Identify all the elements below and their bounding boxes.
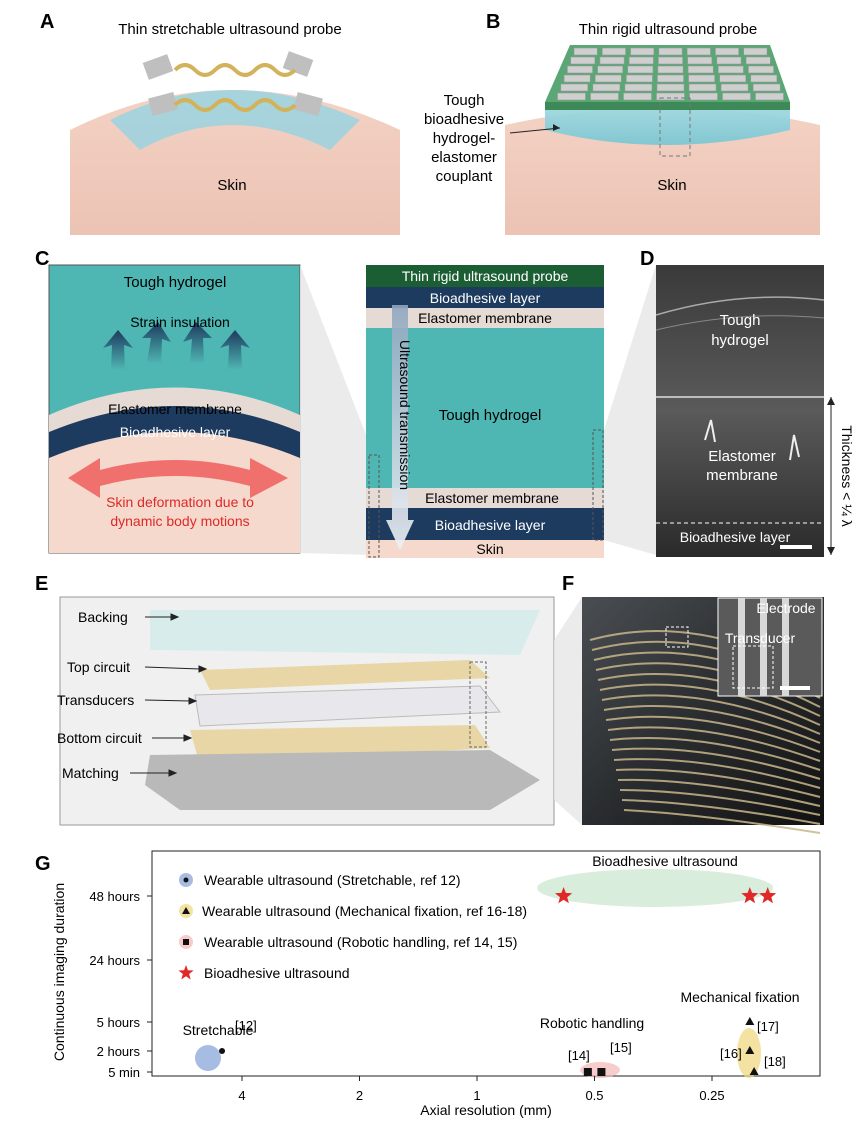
svg-text:Tough: Tough xyxy=(444,92,485,109)
point-stretchable-0 xyxy=(219,1048,226,1054)
panel-d-hydrogel-1: Tough xyxy=(720,312,761,329)
svg-text:elastomer: elastomer xyxy=(431,149,497,166)
point-mechanical-fixation-1 xyxy=(745,1046,755,1054)
panel-c-deformation-2: dynamic body motions xyxy=(110,513,249,529)
legend-label-mechanical: Wearable ultrasound (Mechanical fixation… xyxy=(202,903,527,919)
panel-d-thickness: Thickness < ¼ λ xyxy=(839,425,855,527)
panel-b-skin: Skin xyxy=(657,177,686,194)
svg-text:couplant: couplant xyxy=(436,168,494,185)
panel-c-stack xyxy=(366,265,604,558)
stack-bio-bottom: Bioadhesive layer xyxy=(435,517,546,533)
panel-e-backing: Backing xyxy=(78,609,128,625)
panel-c-zoom-connector xyxy=(300,265,372,555)
panel-b-couplant-label: Tough bioadhesive hydrogel- elastomer co… xyxy=(424,92,504,185)
point-robotic-handling-0 xyxy=(583,1068,592,1076)
panel-c-elastomer: Elastomer membrane xyxy=(108,401,242,417)
panel-f-electrode: Electrode xyxy=(756,600,815,616)
panel-a-title: Thin stretchable ultrasound probe xyxy=(118,21,341,38)
group-label-mechanical: Mechanical fixation xyxy=(680,989,799,1005)
legend-label-bioadhesive: Bioadhesive ultrasound xyxy=(204,965,350,981)
point-bioadhesive-ultrasound-1 xyxy=(741,887,759,904)
ref-16: [16] xyxy=(720,1046,742,1061)
panel-d-zoom-connector xyxy=(604,265,656,555)
panel-label-d: D xyxy=(640,248,654,270)
panel-label-b: B xyxy=(486,11,500,33)
legend-label-stretchable: Wearable ultrasound (Stretchable, ref 12… xyxy=(204,872,461,888)
y-tick-label: 48 hours xyxy=(89,889,140,904)
panel-e-top-circuit: Top circuit xyxy=(67,659,130,675)
panel-a-skin: Skin xyxy=(217,177,246,194)
panel-e-leader-arrows xyxy=(130,613,208,777)
ref-17: [17] xyxy=(757,1019,779,1034)
x-tick-label: 0.5 xyxy=(585,1088,603,1103)
group-label-bioadhesive: Bioadhesive ultrasound xyxy=(592,853,738,869)
panel-label-g: G xyxy=(35,853,51,875)
panel-f-zoom-connector xyxy=(554,597,582,825)
legend-marker-bioadhesive xyxy=(178,965,194,980)
panel-b-title: Thin rigid ultrasound probe xyxy=(579,21,757,38)
panel-c-deformation-1: Skin deformation due to xyxy=(106,494,254,510)
svg-text:hydrogel-: hydrogel- xyxy=(433,130,496,147)
panel-a-illustration xyxy=(70,51,400,235)
panel-label-e: E xyxy=(35,573,48,595)
stack-transmission: Ultrasound transmission xyxy=(397,340,413,490)
panel-e-bottom-circuit: Bottom circuit xyxy=(57,730,142,746)
panel-d-sem-image xyxy=(655,265,825,557)
chart-legend: Wearable ultrasound (Stretchable, ref 12… xyxy=(178,872,527,981)
panel-b-illustration xyxy=(505,45,820,235)
panel-c-left-illustration xyxy=(48,264,301,554)
svg-text:bioadhesive: bioadhesive xyxy=(424,111,504,128)
panel-c-strain: Strain insulation xyxy=(130,314,230,330)
point-bioadhesive-ultrasound-0 xyxy=(555,887,573,904)
panel-label-c: C xyxy=(35,248,49,270)
ref-18: [18] xyxy=(764,1054,786,1069)
panel-e-illustration xyxy=(59,596,555,826)
panel-d-elastomer-2: membrane xyxy=(706,467,778,484)
panel-f-photo xyxy=(582,597,824,834)
thickness-bracket xyxy=(827,397,835,555)
chart-y-label: Continuous imaging duration xyxy=(51,883,67,1061)
group-label-stretchable: Stretchable xyxy=(183,1022,254,1038)
point-mechanical-fixation-2 xyxy=(749,1067,759,1075)
y-tick-label: 24 hours xyxy=(89,953,140,968)
stack-bio-top: Bioadhesive layer xyxy=(430,290,541,306)
panel-d-bioadhesive: Bioadhesive layer xyxy=(680,529,791,545)
panel-label-a: A xyxy=(40,11,54,33)
group-ellipse-stretchable xyxy=(195,1045,221,1071)
chart-g: Bioadhesive ultrasound Stretchable Robot… xyxy=(51,850,821,1118)
y-tick-label: 5 hours xyxy=(97,1015,141,1030)
y-tick-label: 5 min xyxy=(108,1065,140,1080)
x-tick-label: 4 xyxy=(238,1088,245,1103)
stack-hydrogel: Tough hydrogel xyxy=(439,407,542,424)
group-ellipse-bioadhesive xyxy=(537,869,773,907)
panel-label-f: F xyxy=(562,573,574,595)
panel-e-transducers: Transducers xyxy=(57,692,134,708)
ref-14: [14] xyxy=(568,1048,590,1063)
point-mechanical-fixation-0 xyxy=(745,1017,755,1025)
stack-elast-bottom: Elastomer membrane xyxy=(425,490,559,506)
x-tick-label: 2 xyxy=(356,1088,363,1103)
chart-axes: 4 2 1 0.5 0.25 48 hours 24 hours 5 hours 2 hours… xyxy=(89,889,724,1103)
panel-d-hydrogel-2: hydrogel xyxy=(711,332,769,349)
stack-probe: Thin rigid ultrasound probe xyxy=(402,268,569,284)
panel-c-bioadhesive: Bioadhesive layer xyxy=(120,424,231,440)
panel-f-transducer: Transducer xyxy=(725,630,796,646)
stack-skin: Skin xyxy=(476,541,503,557)
point-bioadhesive-ultrasound-2 xyxy=(759,887,777,904)
chart-marks xyxy=(219,887,777,1076)
panel-e-matching: Matching xyxy=(62,765,119,781)
stack-elast-top: Elastomer membrane xyxy=(418,310,552,326)
legend-label-robotic: Wearable ultrasound (Robotic handling, r… xyxy=(204,934,517,950)
ref-15: [15] xyxy=(610,1040,632,1055)
group-label-robotic: Robotic handling xyxy=(540,1015,644,1031)
ref-12: [12] xyxy=(235,1018,257,1033)
chart-x-label: Axial resolution (mm) xyxy=(420,1102,551,1118)
panel-c-hydrogel: Tough hydrogel xyxy=(124,274,227,291)
x-tick-label: 0.25 xyxy=(699,1088,724,1103)
y-tick-label: 2 hours xyxy=(97,1044,141,1059)
panel-d-elastomer-1: Elastomer xyxy=(708,448,776,465)
point-robotic-handling-1 xyxy=(597,1068,606,1076)
x-tick-label: 1 xyxy=(473,1088,480,1103)
